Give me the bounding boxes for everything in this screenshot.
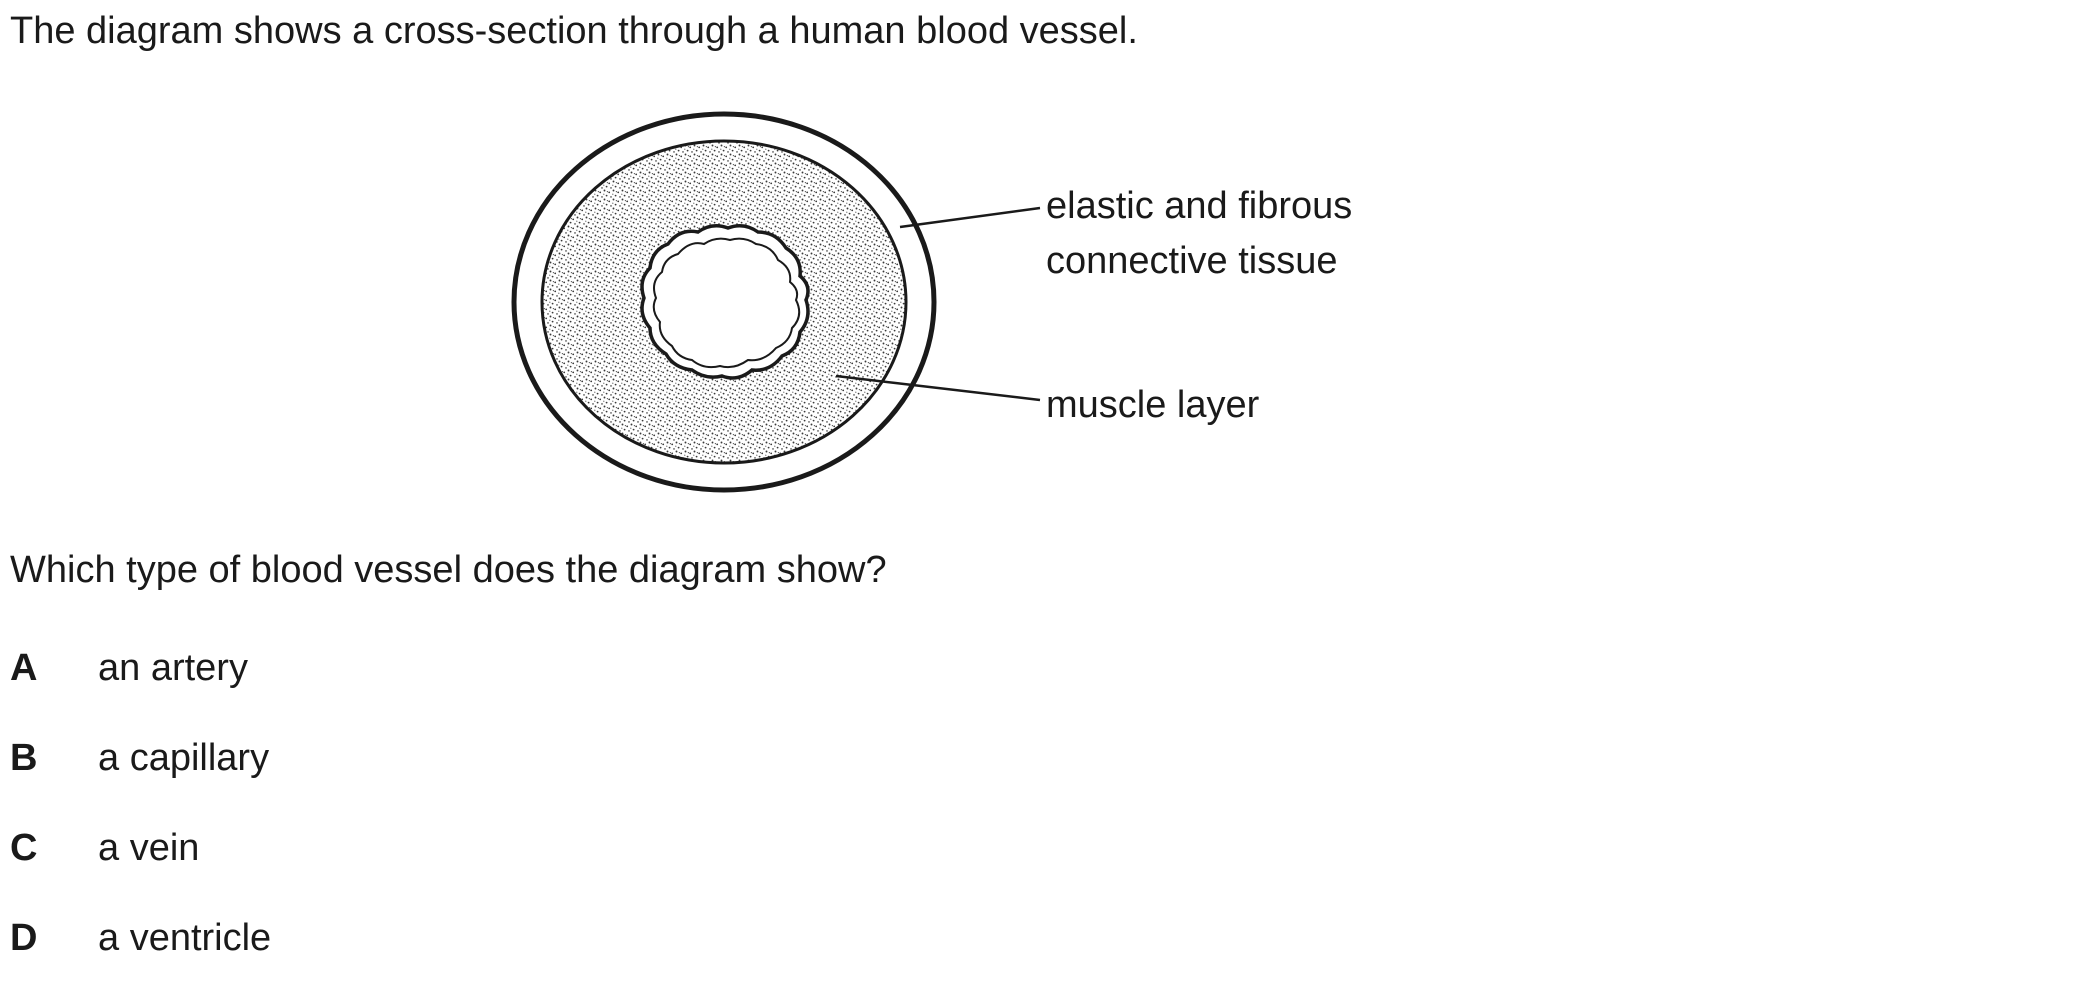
lumen-lining-outer	[640, 224, 810, 380]
leader-line-muscle-layer	[835, 374, 1041, 402]
label-muscle-layer: muscle layer	[1046, 384, 1260, 426]
option-text: a capillary	[98, 737, 270, 779]
answer-options: A an artery B a capillary C a vein D a v…	[10, 643, 271, 1003]
blood-vessel-cross-section-diagram: elastic and fibrous connective tissue mu…	[511, 111, 1352, 493]
option-letter: C	[10, 827, 38, 869]
question-stem: The diagram shows a cross-section throug…	[10, 10, 1138, 52]
question-prompt: Which type of blood vessel does the diag…	[10, 549, 887, 591]
muscle-layer-region	[540, 139, 908, 465]
outer-vessel-wall	[511, 111, 937, 493]
label-connective-tissue-line1: elastic and fibrous	[1046, 185, 1352, 227]
option-c[interactable]: C a vein	[10, 823, 271, 913]
option-b[interactable]: B a capillary	[10, 733, 271, 823]
label-connective-tissue-line2: connective tissue	[1046, 240, 1338, 282]
option-letter: A	[10, 647, 38, 689]
option-letter: B	[10, 737, 38, 779]
leader-line-connective-tissue	[899, 206, 1041, 229]
option-text: a vein	[98, 827, 200, 869]
option-letter: D	[10, 917, 38, 959]
option-text: a ventricle	[98, 917, 272, 959]
option-text: an artery	[98, 647, 248, 689]
option-a[interactable]: A an artery	[10, 643, 271, 733]
option-d[interactable]: D a ventricle	[10, 913, 271, 1003]
lumen-lining-inner	[652, 237, 801, 369]
